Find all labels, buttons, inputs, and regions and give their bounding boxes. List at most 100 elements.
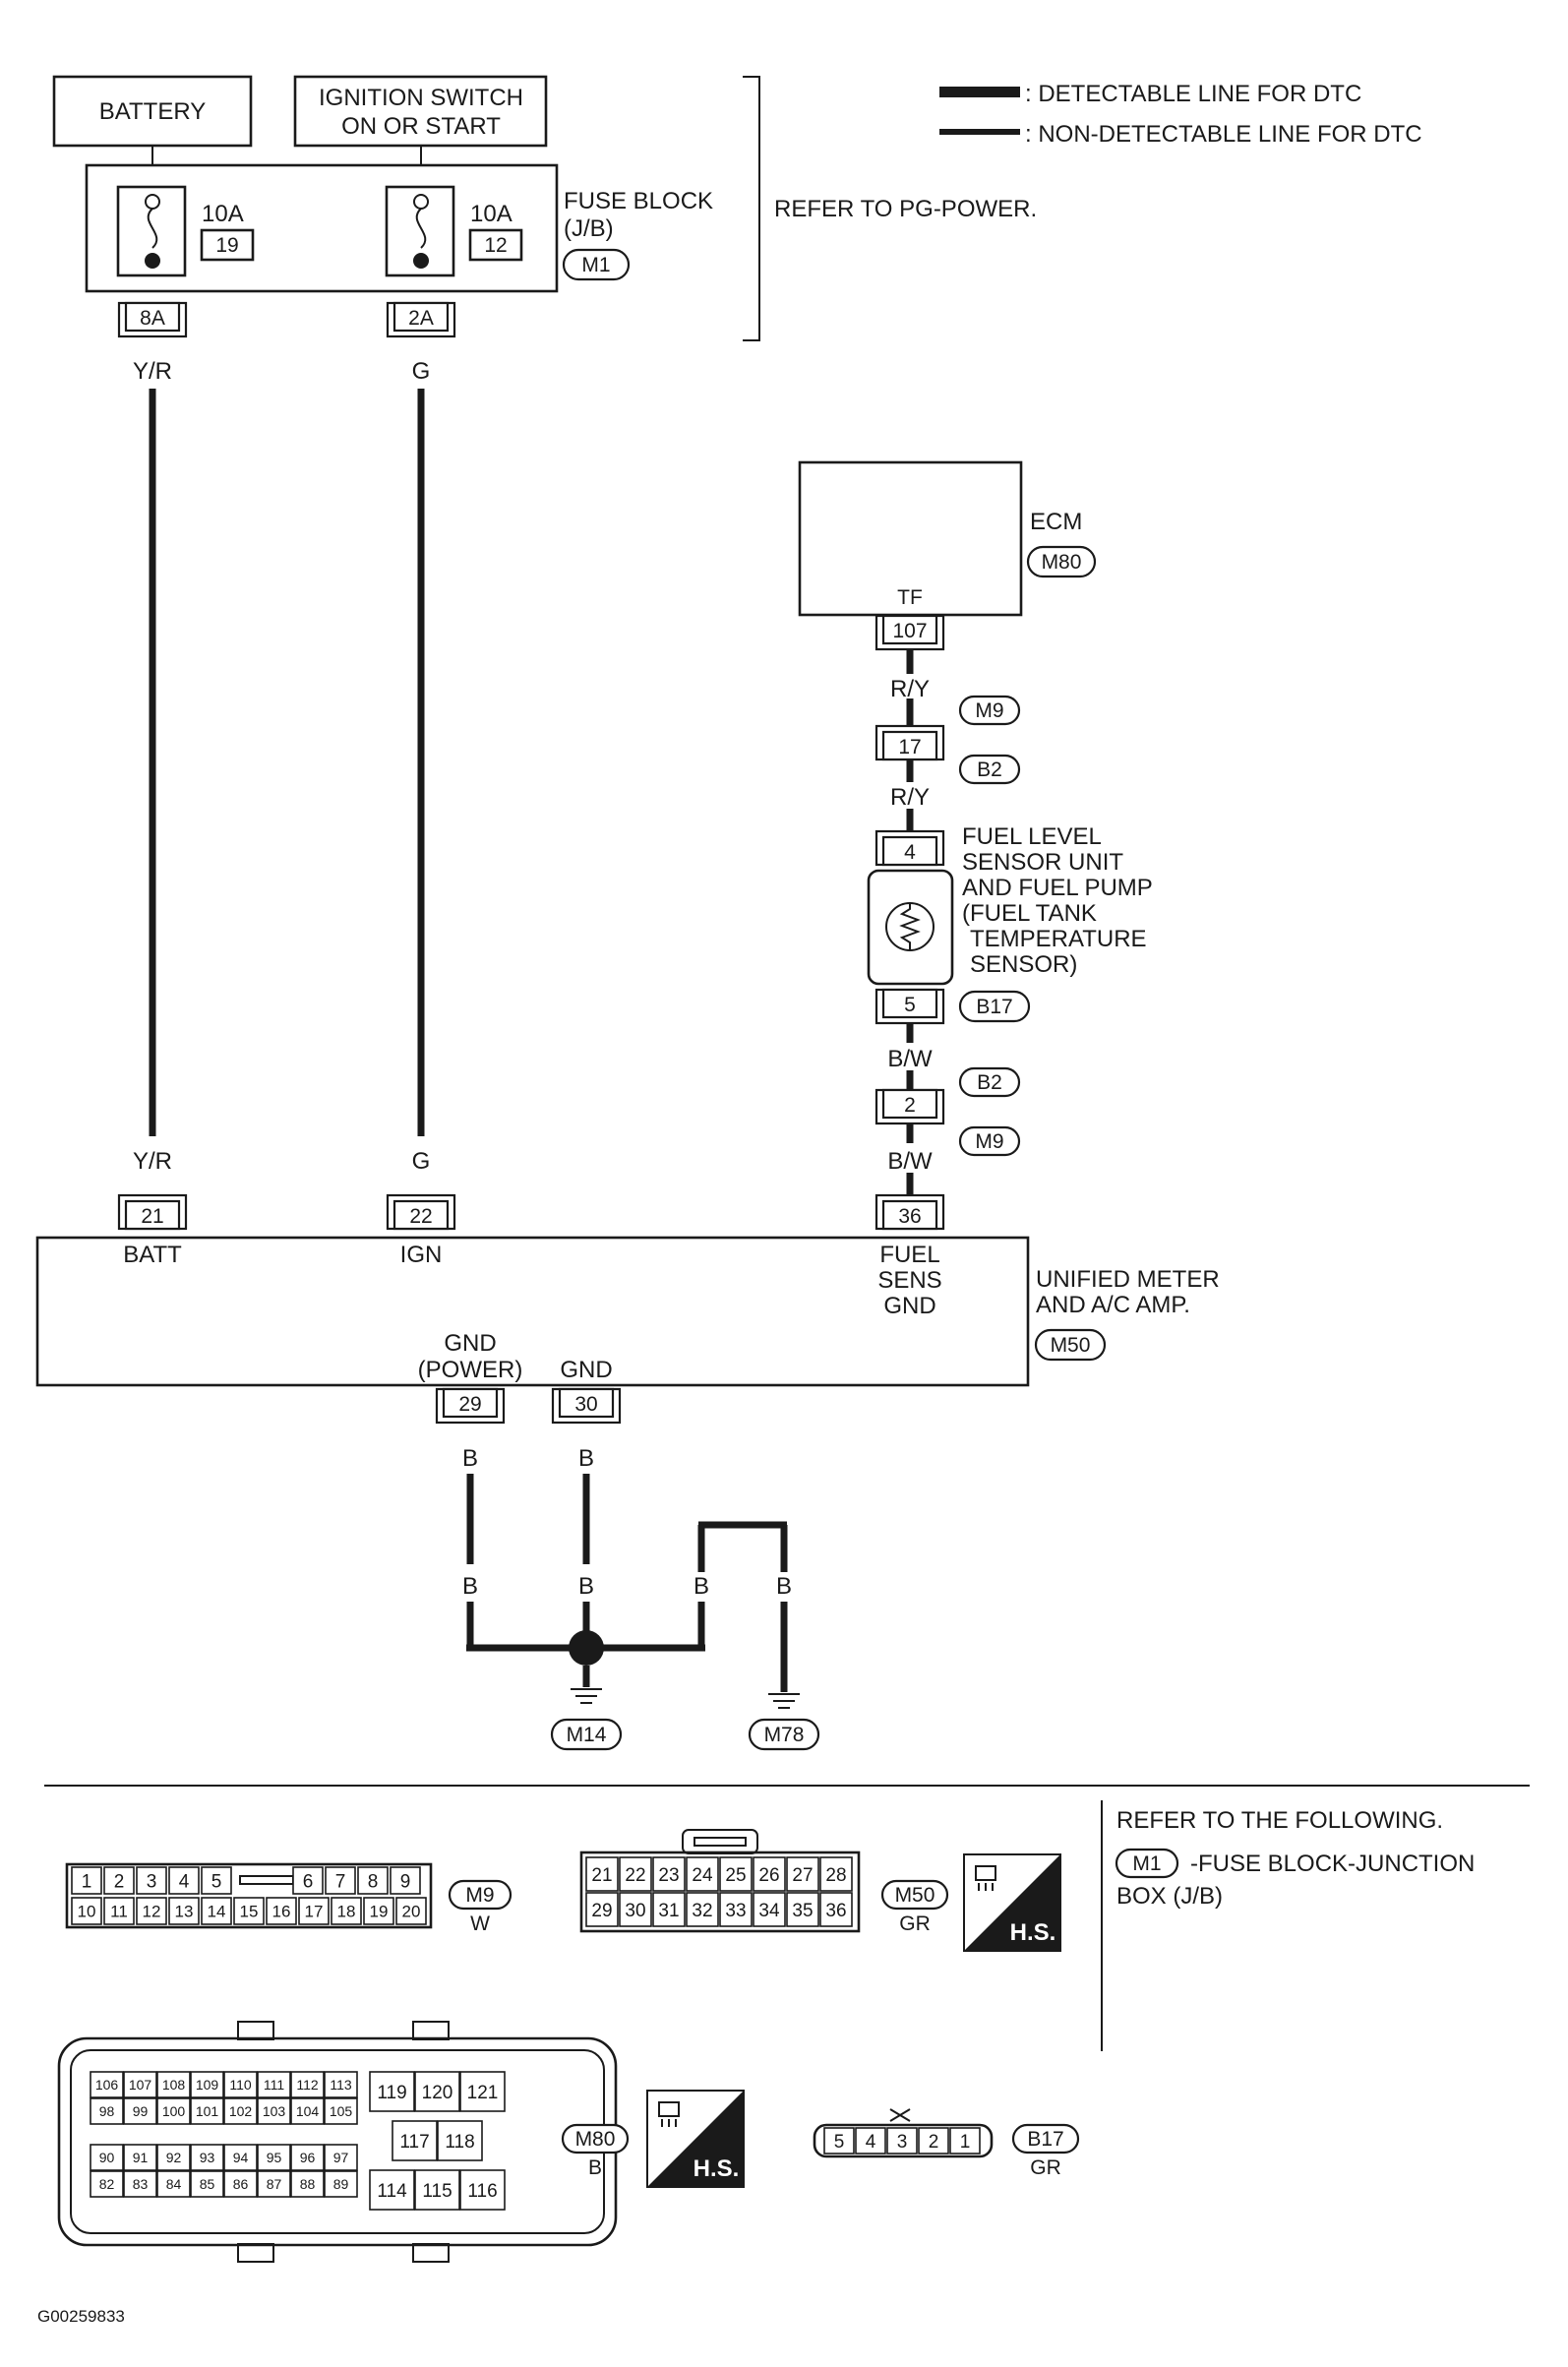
wire-color-b-6: B bbox=[776, 1573, 792, 1600]
meter-pin-30: 30 bbox=[551, 1387, 622, 1425]
ground-symbol-m78: M78 bbox=[748, 1693, 820, 1751]
m9-pin-5: 5 bbox=[211, 1871, 222, 1892]
b17-pin-2: 2 bbox=[929, 2132, 939, 2153]
wire-color-g-bottom: G bbox=[412, 1148, 431, 1175]
m80-pin-101-cell bbox=[190, 2097, 224, 2125]
m80-pin-86: 86 bbox=[233, 2176, 249, 2192]
meter-fuel-label-1: FUEL bbox=[879, 1242, 939, 1268]
m9-pin-19-cell bbox=[363, 1897, 394, 1925]
m80-pin-108: 108 bbox=[162, 2077, 186, 2093]
m80-pin-83-cell bbox=[123, 2170, 157, 2198]
m50-pin-30-cell bbox=[619, 1892, 652, 1927]
hs-text-m50: H.S. bbox=[1010, 1919, 1056, 1946]
m80-pin-84: 84 bbox=[166, 2176, 182, 2192]
ecm-box: TF bbox=[798, 460, 1023, 617]
svg-text:M9: M9 bbox=[975, 699, 1003, 722]
m9-pin-20: 20 bbox=[402, 1903, 421, 1921]
wire-color-yr-top: Y/R bbox=[133, 358, 172, 385]
b17-pin-3-cell bbox=[886, 2127, 918, 2155]
m80-pin-121-cell bbox=[459, 2071, 506, 2112]
m80-pin-108-cell bbox=[156, 2071, 191, 2098]
wire-color-b-1: B bbox=[462, 1445, 478, 1472]
meter-pin-21: 21 bbox=[117, 1193, 188, 1231]
m50-pin-33: 33 bbox=[725, 1901, 746, 1921]
fuse-block-connector-id: M1 bbox=[581, 254, 610, 276]
m9-pin-15: 15 bbox=[240, 1903, 259, 1921]
m80-pin-116: 116 bbox=[467, 2181, 497, 2202]
m80-pin-87-cell bbox=[257, 2170, 291, 2198]
m80-pin-98-cell bbox=[90, 2097, 124, 2125]
m80-pin-91: 91 bbox=[133, 2150, 149, 2165]
m80-pin-114-cell bbox=[369, 2169, 415, 2211]
m80-pin-96: 96 bbox=[300, 2150, 316, 2165]
meter-pin-36: 36 bbox=[874, 1193, 945, 1231]
svg-text:B17: B17 bbox=[1027, 2128, 1063, 2151]
m50-pin-26: 26 bbox=[758, 1865, 779, 1886]
fuel-sensor: 4 5 bbox=[867, 829, 954, 1025]
refer-following-m1-tag: M1 bbox=[1115, 1848, 1179, 1879]
sensor-label-2: SENSOR UNIT bbox=[962, 849, 1123, 876]
joint-b2-tag-top: B2 bbox=[958, 754, 1021, 785]
m50-pin-21: 21 bbox=[591, 1865, 612, 1886]
m80-pin-85-cell bbox=[190, 2170, 224, 2198]
m50-pin-31-cell bbox=[652, 1892, 686, 1927]
svg-text:M80: M80 bbox=[575, 2128, 616, 2151]
terminal-2a: 2A bbox=[386, 301, 456, 338]
legend-non-detectable-swatch bbox=[939, 129, 1020, 135]
m80-pin-115-cell bbox=[414, 2169, 460, 2211]
meter-pin-22: 22 bbox=[386, 1193, 456, 1231]
m50-pin-34-cell bbox=[753, 1892, 786, 1927]
m9-pin-2-cell bbox=[103, 1866, 135, 1895]
legend-non-detectable-text: : NON-DETECTABLE LINE FOR DTC bbox=[1025, 121, 1422, 148]
sensor-pin-4: 4 bbox=[904, 841, 916, 864]
refer-pg-power: REFER TO PG-POWER. bbox=[774, 196, 1037, 222]
m80-pin-82-cell bbox=[90, 2170, 124, 2198]
m50-pin-30: 30 bbox=[625, 1901, 645, 1921]
svg-text:M50: M50 bbox=[1051, 1334, 1091, 1357]
m9-pin-8-cell bbox=[357, 1866, 389, 1895]
hs-badge-m80: H.S. bbox=[646, 2090, 745, 2188]
m80-pin-83: 83 bbox=[133, 2176, 149, 2192]
m9-pin-9-cell bbox=[390, 1866, 421, 1895]
m80-pin-107: 107 bbox=[129, 2077, 152, 2093]
m80-pin-105: 105 bbox=[330, 2103, 353, 2119]
m80-pin-100: 100 bbox=[162, 2103, 186, 2119]
svg-text:29: 29 bbox=[458, 1393, 481, 1416]
m9-pin-10-cell bbox=[71, 1897, 102, 1925]
m9-pin-3-cell bbox=[136, 1866, 167, 1895]
m50-pin-32-cell bbox=[686, 1892, 719, 1927]
refer-following-text-2: BOX (J/B) bbox=[1116, 1883, 1223, 1910]
ignition-switch-label-2: ON OR START bbox=[341, 113, 501, 140]
svg-text:M78: M78 bbox=[764, 1724, 805, 1746]
svg-text:M80: M80 bbox=[1042, 551, 1082, 574]
m80-pin-93-cell bbox=[190, 2144, 224, 2171]
m50-pin-24-cell bbox=[686, 1856, 719, 1892]
fuse-12-amp: 10A bbox=[470, 201, 513, 227]
m50-pin-28-cell bbox=[819, 1856, 853, 1892]
ground-symbol-m14: M14 bbox=[550, 1688, 623, 1751]
fuse-block-label-2: (J/B) bbox=[564, 215, 614, 242]
refer-following-title: REFER TO THE FOLLOWING. bbox=[1116, 1807, 1443, 1834]
m80-pin-115: 115 bbox=[422, 2181, 452, 2202]
m9-pin-18-cell bbox=[331, 1897, 362, 1925]
svg-text:M1: M1 bbox=[1132, 1852, 1161, 1875]
m80-pin-120-cell bbox=[414, 2071, 460, 2112]
m80-pin-119: 119 bbox=[377, 2083, 406, 2103]
sensor-label-3: AND FUEL PUMP bbox=[962, 875, 1153, 901]
m50-pin-22: 22 bbox=[625, 1865, 645, 1886]
b17-pin-4-cell bbox=[855, 2127, 886, 2155]
m9-pin-12-cell bbox=[136, 1897, 167, 1925]
m80-pin-113-cell bbox=[324, 2071, 358, 2098]
fuse-12: 10A 12 bbox=[385, 185, 523, 277]
wire-color-b-2: B bbox=[578, 1445, 594, 1472]
m80-pin-106: 106 bbox=[95, 2077, 119, 2093]
connector-m50-tag: M50 GR bbox=[880, 1879, 949, 1935]
m50-pin-29: 29 bbox=[591, 1901, 612, 1921]
svg-text:8A: 8A bbox=[140, 307, 165, 330]
wire-color-bw-2: B/W bbox=[887, 1148, 933, 1175]
joint-connector-2: 2 bbox=[874, 1088, 945, 1125]
m9-pin-9: 9 bbox=[400, 1871, 411, 1892]
m9-pin-4: 4 bbox=[179, 1871, 190, 1892]
m9-pin-13: 13 bbox=[175, 1903, 194, 1921]
